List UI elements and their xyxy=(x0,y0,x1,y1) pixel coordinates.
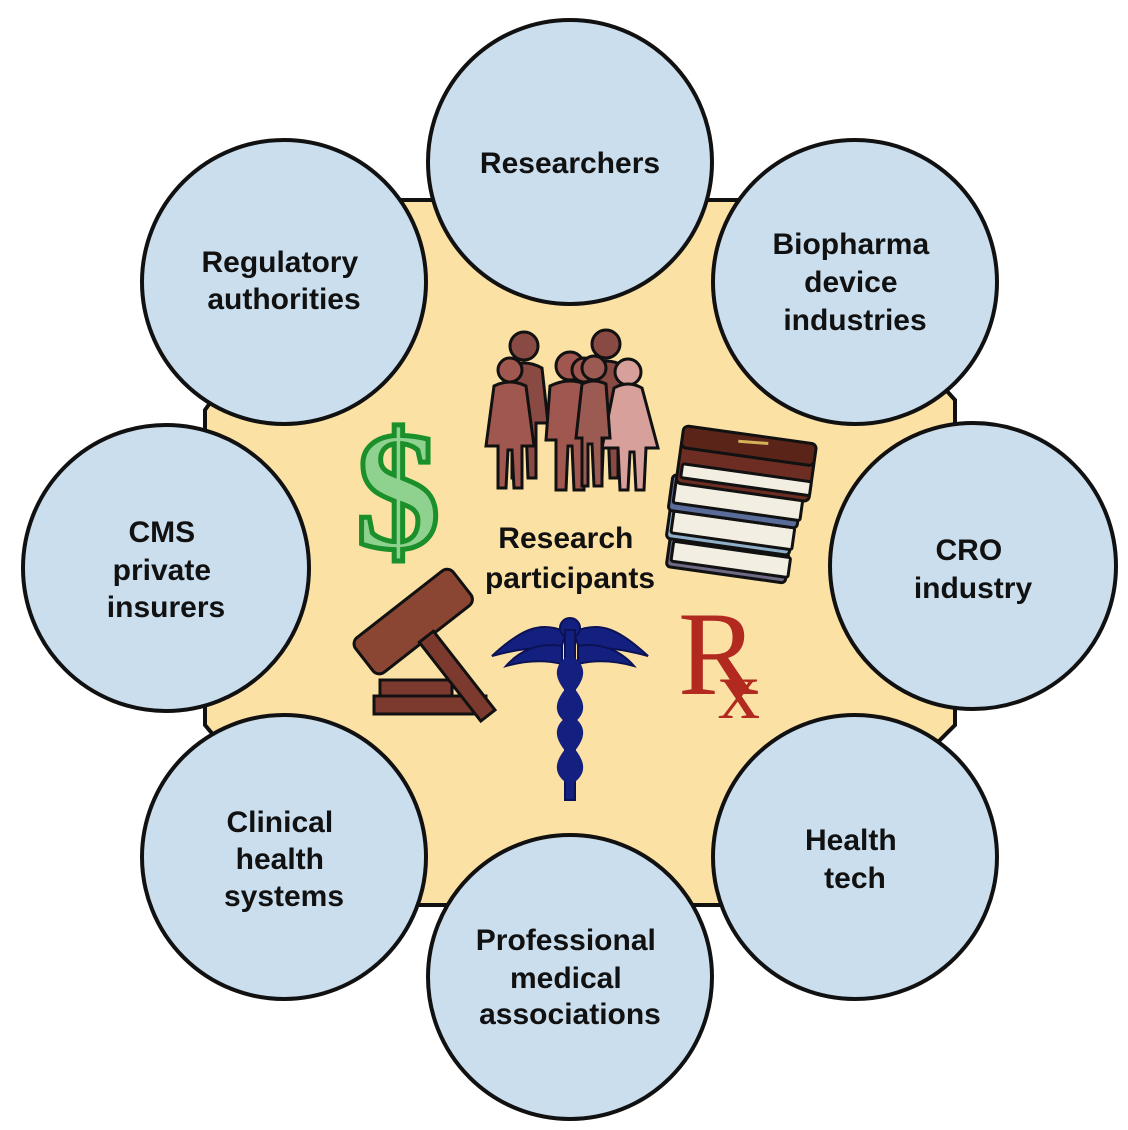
node-label-line: systems xyxy=(224,880,344,913)
node-label: CRO industry xyxy=(914,534,1033,605)
center-label-line2: participants xyxy=(485,562,655,595)
node-cro: CRO industry xyxy=(828,421,1118,711)
node-label-line: associations xyxy=(479,998,661,1031)
center-label-line1: Research xyxy=(498,522,633,555)
caduceus-icon xyxy=(491,617,649,801)
node-label: Regulatory authorities xyxy=(201,246,366,316)
node-label-line: Health xyxy=(805,824,897,857)
node-circle xyxy=(140,713,428,1001)
node-label-line: Regulatory xyxy=(201,246,358,279)
node-label-line: Clinical xyxy=(226,806,333,839)
node-label-line: industries xyxy=(783,304,926,337)
node-label-line: device xyxy=(804,266,897,299)
node-label-line: Professional xyxy=(476,924,656,957)
people-group-icon xyxy=(484,328,660,492)
node-label: Professional medical associations xyxy=(476,924,664,1031)
node-label-line: health xyxy=(236,843,324,876)
node-circle xyxy=(828,421,1118,711)
node-label-line: authorities xyxy=(207,283,360,316)
node-biopharma: Biopharma device industries xyxy=(711,138,999,426)
node-label: Clinical health systems xyxy=(224,806,344,913)
node-circle xyxy=(711,713,999,1001)
node-researchers: Researchers xyxy=(426,18,714,306)
node-label-line: industry xyxy=(914,572,1033,605)
node-label: Health tech xyxy=(805,824,905,895)
node-circle xyxy=(711,138,999,426)
node-circle xyxy=(426,833,714,1121)
node-circle xyxy=(21,423,311,713)
node-label-line: tech xyxy=(824,862,886,895)
node-label-line: CRO xyxy=(935,534,1002,567)
rx-letter-x: x xyxy=(718,644,760,737)
node-circle xyxy=(140,138,428,426)
node-regulatory-authorities: Regulatory authorities xyxy=(140,138,428,426)
node-label: Biopharma device industries xyxy=(772,228,937,337)
node-label-line: insurers xyxy=(107,591,225,624)
node-health-tech: Health tech xyxy=(711,713,999,1001)
node-label: CMS private insurers xyxy=(107,516,225,624)
node-cms-private-insurers: CMS private insurers xyxy=(21,423,311,713)
center-label: Research participants xyxy=(485,522,655,595)
node-circle xyxy=(426,18,714,306)
gavel-icon xyxy=(352,567,498,724)
node-label-line: medical xyxy=(510,962,622,995)
node-professional-medical-associations: Professional medical associations xyxy=(426,833,714,1121)
node-label-line: private xyxy=(113,554,211,587)
rx-letter-r: R xyxy=(678,587,758,720)
node-label-line: Biopharma xyxy=(772,228,929,261)
dollar-glyph: $ xyxy=(356,397,441,585)
node-clinical-health-systems: Clinical health systems xyxy=(140,713,428,1001)
node-label: Researchers xyxy=(480,147,660,180)
dollar-icon: $ xyxy=(353,395,443,588)
rx-icon: R x xyxy=(678,587,760,737)
node-label-line: CMS xyxy=(128,516,195,549)
node-label-line: Researchers xyxy=(480,147,660,180)
books-icon xyxy=(665,424,818,585)
